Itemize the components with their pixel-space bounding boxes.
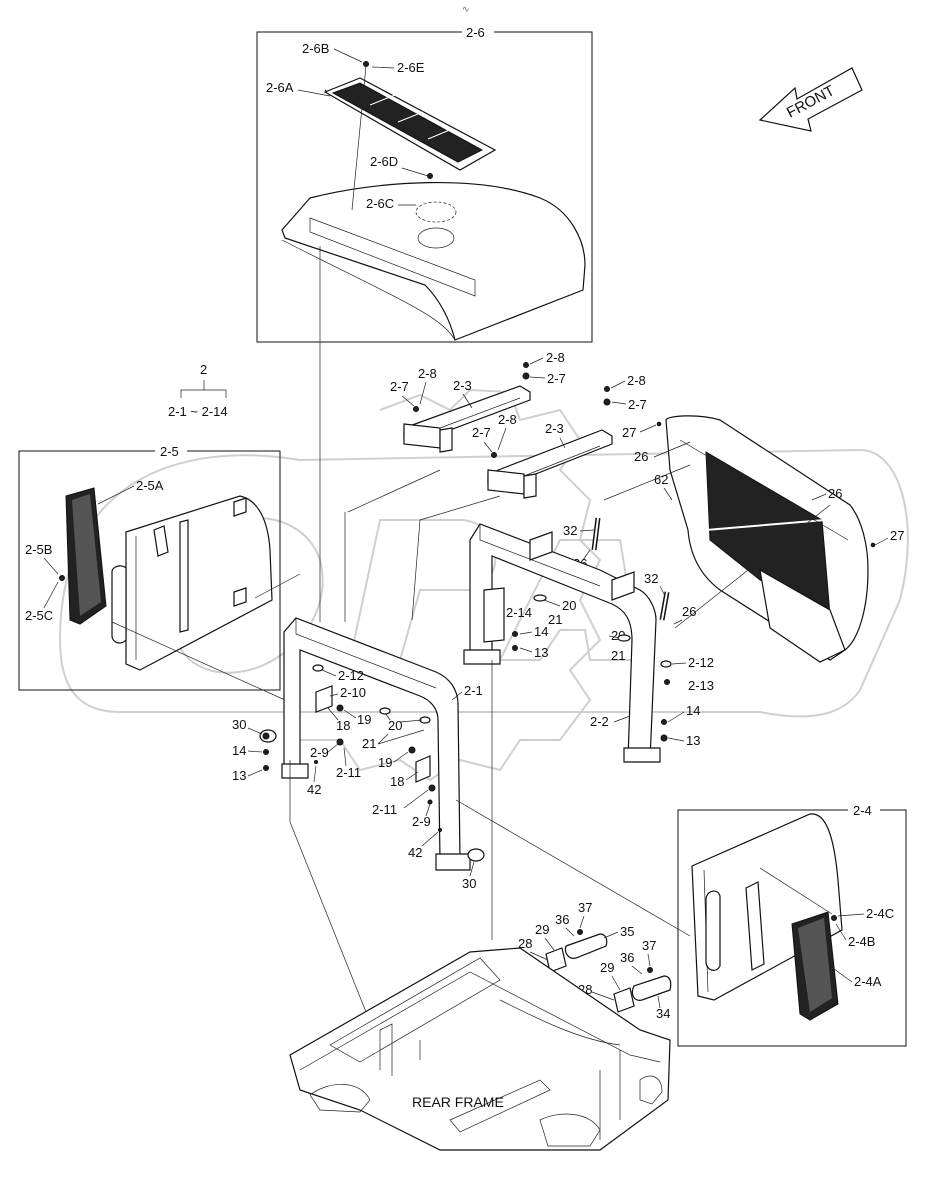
callout-2-7-a: 2-7	[547, 371, 566, 386]
callout-32-b: 32	[644, 571, 658, 586]
callout-2-6A: 2-6A	[266, 80, 294, 95]
detail-box-2-6: 2-6	[256, 24, 593, 343]
crossbar-2-3-upper	[403, 385, 531, 453]
callout-26-a: 26	[634, 449, 648, 464]
callout-36-b: 36	[620, 950, 634, 965]
callout-2-14: 2-14	[506, 605, 532, 620]
callout-2-2: 2-2	[590, 714, 609, 729]
callout-2-5B: 2-5B	[25, 542, 52, 557]
detail-box-2-4: 2-4	[677, 802, 907, 1047]
callout-14-c: 14	[232, 743, 246, 758]
top-mark: ∿	[462, 4, 470, 14]
bumper-30-left	[259, 729, 277, 743]
callout-29-b: 29	[600, 960, 614, 975]
filter-panel-2-6A	[331, 82, 484, 163]
frame-2-2	[463, 523, 661, 763]
callout-20-a: 20	[562, 598, 576, 613]
callout-14-b: 14	[686, 703, 700, 718]
callout-2-11-a: 2-11	[336, 765, 361, 780]
box-label-2-6: 2-6	[466, 25, 485, 40]
callout-2-13-a: 2-13	[688, 678, 714, 693]
callout-2-3-b: 2-3	[545, 421, 564, 436]
callout-35: 35	[620, 924, 634, 939]
side-cover-right	[665, 415, 869, 663]
callout-21-b: 21	[611, 648, 625, 663]
callout-27-a: 27	[622, 425, 636, 440]
callout-2-5C: 2-5C	[25, 608, 53, 623]
louver-2-4A	[791, 911, 839, 1021]
latch-34	[613, 975, 672, 1013]
callout-2-12-b: 2-12	[338, 668, 364, 683]
callout-2-6C: 2-6C	[366, 196, 394, 211]
callout-21-a: 21	[548, 612, 562, 627]
callout-2-10: 2-10	[340, 685, 366, 700]
callout-26-b: 26	[828, 486, 842, 501]
callout-29-a: 29	[535, 922, 549, 937]
callout-2-8-c: 2-8	[418, 366, 437, 381]
crossbar-2-3-lower	[487, 429, 613, 499]
gas-strut-upper	[591, 517, 601, 551]
gas-strut-lower	[659, 591, 670, 621]
callout-2-6B: 2-6B	[302, 41, 329, 56]
callout-2-4C: 2-4C	[866, 906, 894, 921]
callout-13-a: 13	[534, 645, 548, 660]
callout-42-a: 42	[307, 782, 321, 797]
detail-box-2-5: 2-5	[18, 443, 281, 691]
callout-2-7-b: 2-7	[628, 397, 647, 412]
callout-42-b: 42	[408, 845, 422, 860]
callout-62: 62	[654, 472, 668, 487]
callout-2-6D: 2-6D	[370, 154, 398, 169]
callout-2-4A: 2-4A	[854, 974, 882, 989]
callout-2-9-b: 2-9	[412, 814, 431, 829]
rear-frame	[289, 947, 671, 1151]
callout-2-11-b: 2-11	[372, 802, 397, 817]
bumper-30-right	[467, 848, 485, 862]
box-label-2-4: 2-4	[853, 803, 872, 818]
callout-18-a: 18	[336, 718, 350, 733]
callout-2-7-c: 2-7	[390, 379, 409, 394]
box-label-2-5: 2-5	[160, 444, 179, 459]
callout-36-a: 36	[555, 912, 569, 927]
callout-21-c: 21	[362, 736, 376, 751]
callout-26-d: 26	[682, 604, 696, 619]
callout-2-8-b: 2-8	[627, 373, 646, 388]
group-2-range: 2-1 ~ 2-14	[168, 404, 228, 419]
callout-2-6E: 2-6E	[397, 60, 425, 75]
front-arrow: FRONT	[758, 67, 863, 132]
rear-frame-label: REAR FRAME	[412, 1094, 504, 1110]
callout-32-a: 32	[563, 523, 577, 538]
callout-2-1: 2-1	[464, 683, 483, 698]
callout-13-c: 13	[232, 768, 246, 783]
callout-2-8-d: 2-8	[498, 412, 517, 427]
latch-35	[545, 933, 608, 973]
callout-30-b: 30	[462, 876, 476, 891]
callout-2-5A: 2-5A	[136, 478, 164, 493]
callout-2-4B: 2-4B	[848, 934, 875, 949]
callout-2-9-a: 2-9	[310, 745, 329, 760]
callout-13-b: 13	[686, 733, 700, 748]
group-2-label: 2	[200, 362, 207, 377]
callout-2-3-a: 2-3	[453, 378, 472, 393]
callout-2-7-d: 2-7	[472, 425, 491, 440]
callout-18-b: 18	[390, 774, 404, 789]
callout-30-a: 30	[232, 717, 246, 732]
frame-2-1	[281, 617, 471, 871]
callout-28-a: 28	[518, 936, 532, 951]
callout-2-12-a: 2-12	[688, 655, 714, 670]
callout-37-b: 37	[642, 938, 656, 953]
callout-34: 34	[656, 1006, 670, 1021]
callout-20-c: 20	[388, 718, 402, 733]
callout-2-8-a: 2-8	[546, 350, 565, 365]
callout-14-a: 14	[534, 624, 548, 639]
callout-37-a: 37	[578, 900, 592, 915]
callout-27-b: 27	[890, 528, 904, 543]
callout-19-a: 19	[357, 712, 371, 727]
callout-19-b: 19	[378, 755, 392, 770]
